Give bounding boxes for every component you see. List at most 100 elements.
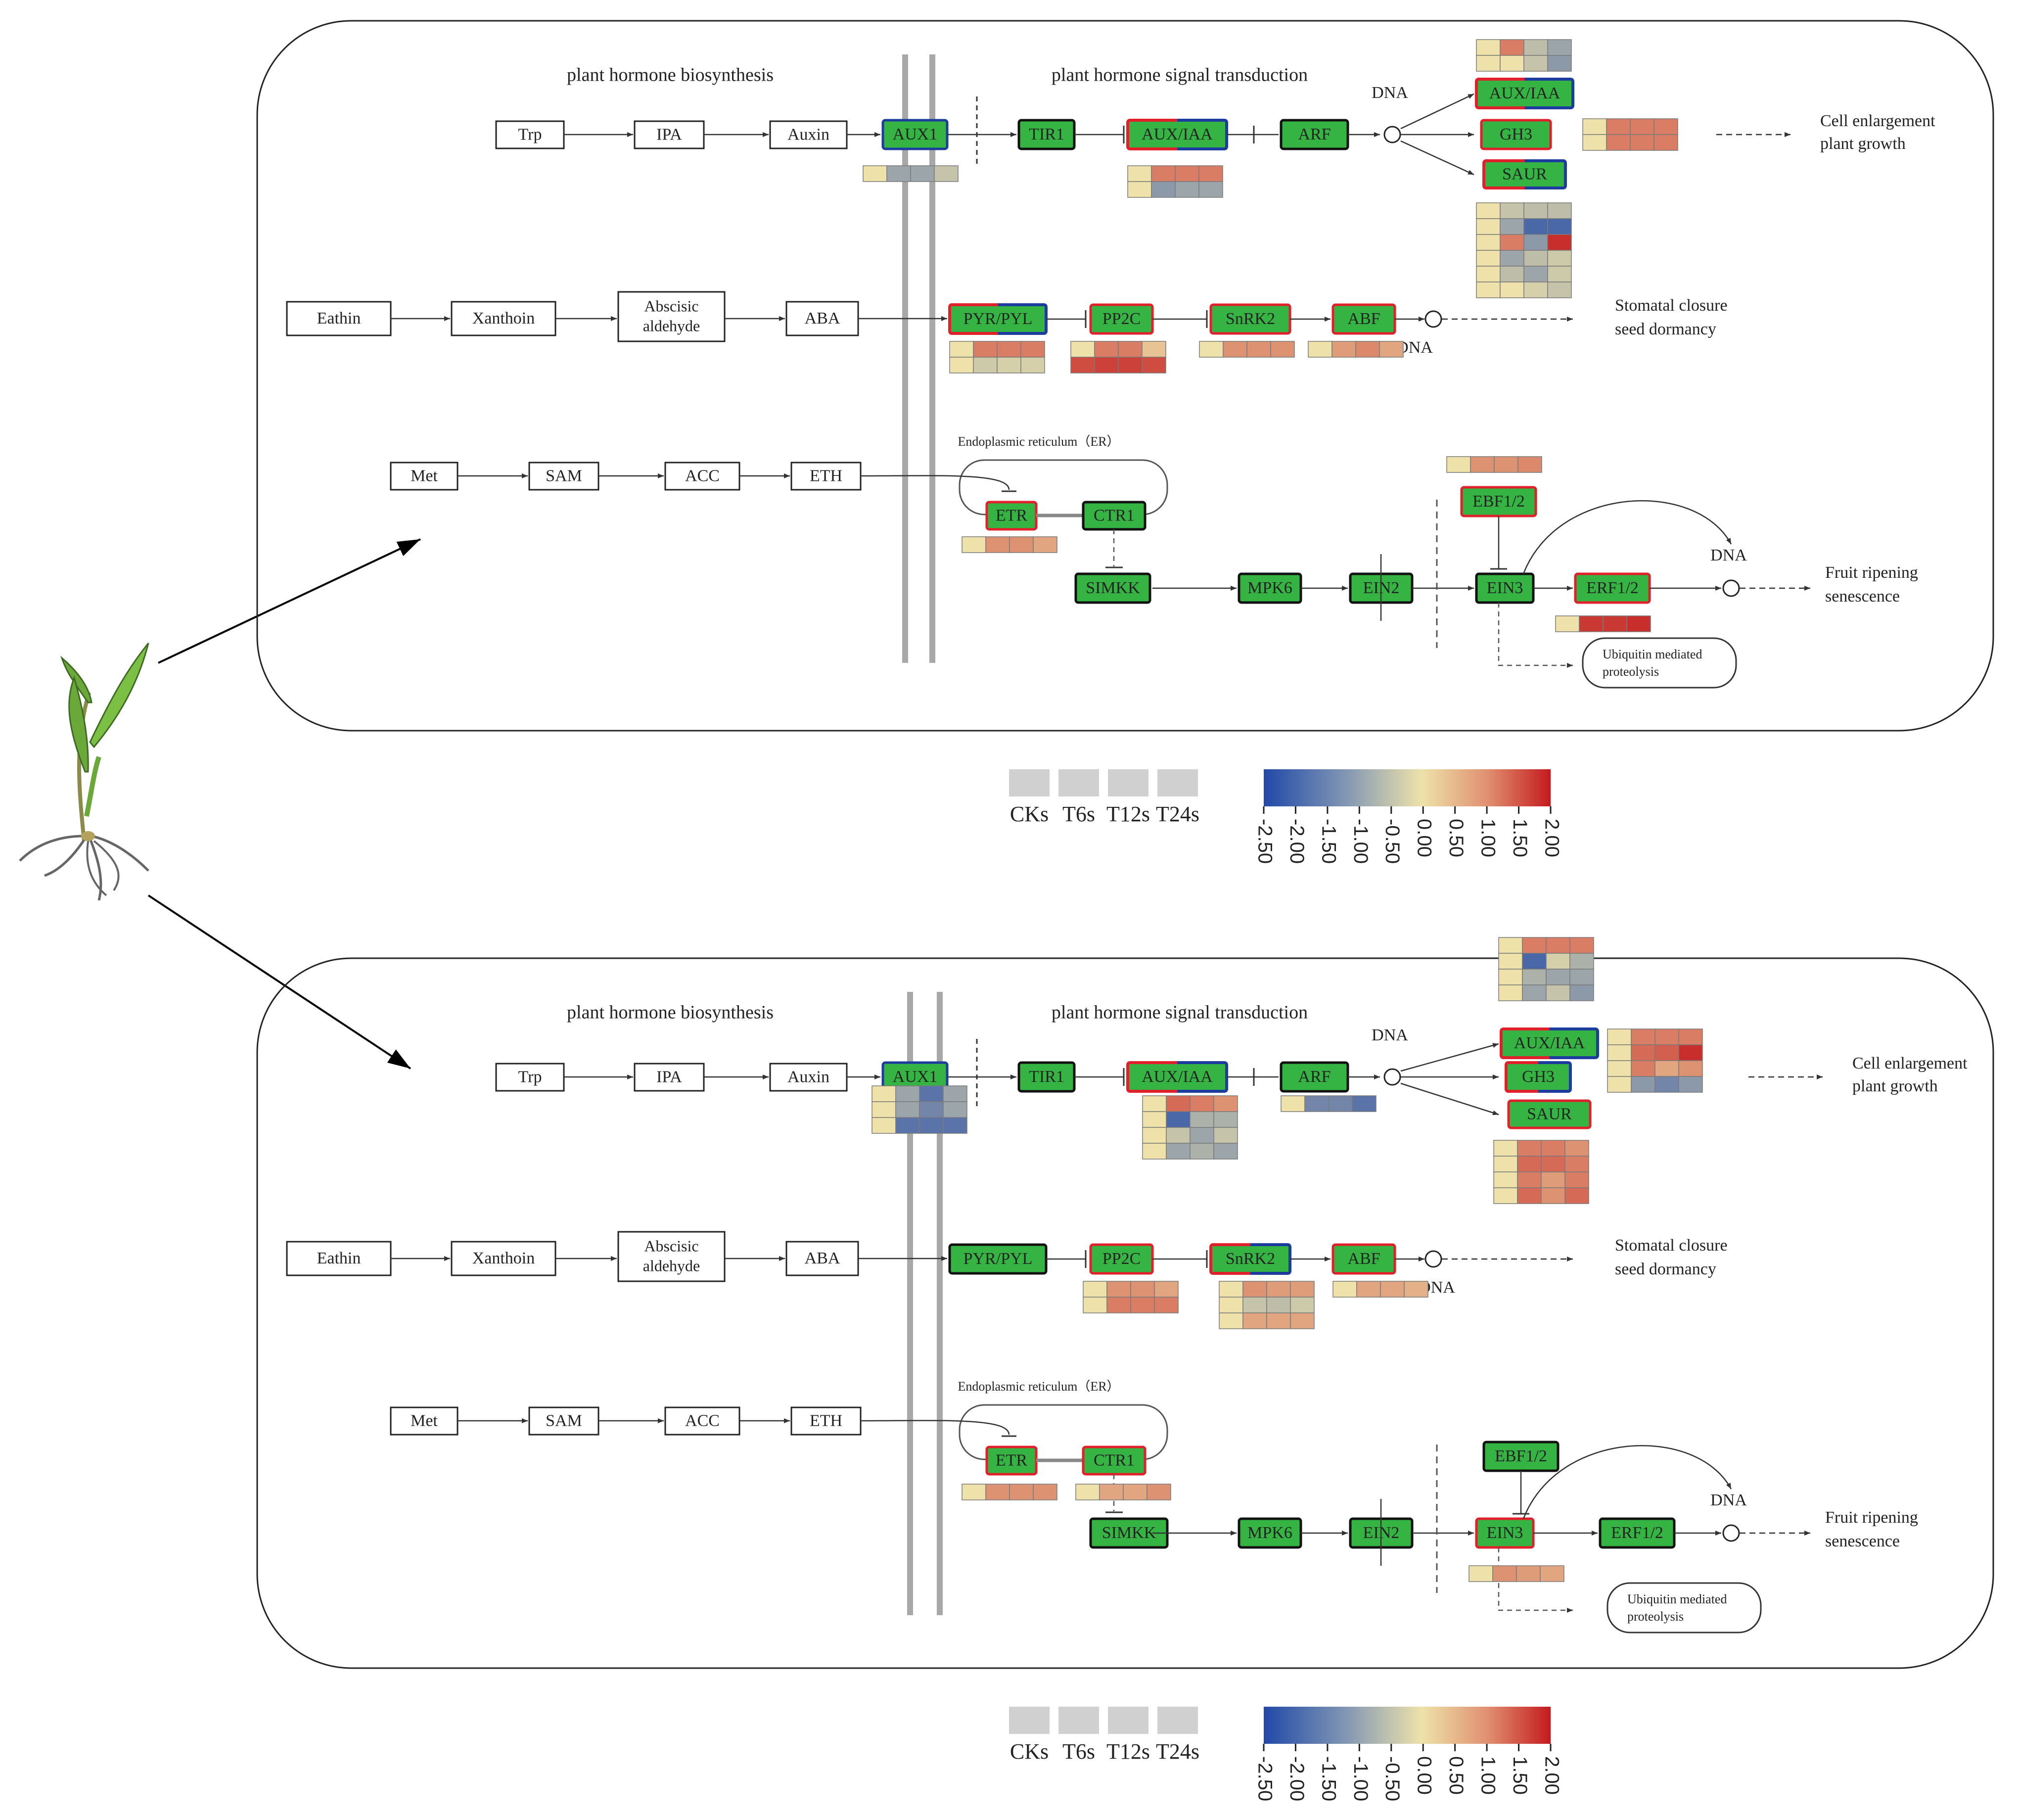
node-auxin-box [769, 120, 848, 149]
heatmap-cell-gh3 [1678, 1028, 1703, 1045]
gene-pp2c-label: PP2C [1102, 1250, 1141, 1268]
scale-tick-label: -0.50 [1381, 1756, 1403, 1801]
heatmap-cell-etr [962, 536, 986, 553]
heatmap-cell-aux1 [943, 1101, 967, 1118]
heatmap-cell-pp2c [1106, 1297, 1131, 1313]
gene-tir1-label: TIR1 [1029, 1068, 1064, 1086]
gene-simkk-box [1074, 572, 1151, 604]
scale-tick-label: -1.50 [1318, 819, 1339, 864]
heatmap-cell-gh3 [1654, 1028, 1679, 1045]
heatmap-cell-ctr1 [1123, 1484, 1147, 1500]
heatmap-cell-aux-iaa [1142, 1111, 1167, 1128]
ubiquitin-label: Ubiquitin mediated [1603, 647, 1702, 661]
arrow-to-bottom-panel [147, 894, 412, 1070]
heatmap-cell-pp2c [1118, 357, 1143, 373]
sample-label-cks: CKs [1010, 802, 1049, 826]
node-met-label: Met [411, 1411, 438, 1430]
heatmap-cell-ctr1 [1075, 1484, 1100, 1500]
gene-pyr-pyl-label: PYR/PYL [964, 1250, 1033, 1268]
gene-pyr-pyl-up-border [948, 303, 998, 335]
sample-label-t12s: T12s [1106, 802, 1150, 826]
node-trp-box [495, 1063, 565, 1092]
heatmap-cell-saur [1493, 1187, 1518, 1204]
heatmap-cell-aux-iaa-right [1498, 937, 1523, 954]
heatmap-cell-gh3 [1582, 118, 1607, 135]
heatmap-cell-gh3 [1631, 1044, 1655, 1061]
gene-ctr1-label: CTR1 [1094, 1451, 1135, 1469]
gene-pp2c-label: PP2C [1102, 310, 1141, 328]
heatmap-cell-saur [1523, 218, 1548, 235]
sample-label-cks: CKs [1010, 1739, 1049, 1764]
gene-gh3-down-border [1538, 1061, 1572, 1093]
gene-saur-up-border [1482, 159, 1525, 189]
heatmap-cell-aux-iaa-right [1547, 39, 1572, 56]
heatmap-cell-aux1 [943, 1085, 967, 1102]
heatmap-cell-aux-iaa-right [1476, 55, 1501, 72]
heatmap-cell-saur [1547, 281, 1572, 298]
ein3-ubiquitin-connector [1498, 603, 1573, 668]
gene-mpk6-label: MPK6 [1247, 1524, 1292, 1542]
heatmap-cell-saur [1517, 1156, 1542, 1172]
heatmap-cell-gh3 [1630, 134, 1654, 151]
heatmap-cell-saur [1547, 266, 1572, 282]
heatmap-cell-aux1 [895, 1117, 920, 1134]
heatmap-cell-aux-iaa-right [1569, 984, 1594, 1001]
heatmap-cell-abf [1331, 341, 1356, 358]
gene-etr-label: ETR [996, 506, 1028, 524]
heatmap-cell-aux-iaa [1190, 1127, 1214, 1144]
node-auxin-label: Auxin [787, 125, 829, 143]
gene-arf-label: ARF [1298, 125, 1331, 143]
node-ipa-box [634, 1063, 705, 1092]
dna-label: DNA [1372, 1026, 1408, 1044]
gene-simkk-label: SIMKK [1102, 1524, 1156, 1542]
heatmap-cell-saur [1547, 250, 1572, 267]
sample-swatch-t6s [1058, 769, 1099, 796]
color-scale-bar [1264, 769, 1551, 806]
dna-node [1424, 310, 1442, 328]
heatmap-cell-arf [1352, 1095, 1377, 1112]
heatmap-cell-saur [1493, 1156, 1518, 1172]
heatmap-cell-etr [1009, 1484, 1034, 1500]
sample-swatch-t12s [1108, 1707, 1148, 1734]
gene-aux-iaa-label: AUX/IAA [1142, 1068, 1213, 1086]
dna-node [1383, 1068, 1401, 1086]
scale-tick-label: 1.50 [1509, 1756, 1531, 1795]
dna-node [1722, 1524, 1740, 1542]
heatmap-cell-ebf1-2 [1517, 456, 1542, 473]
heatmap-cell-saur [1500, 202, 1524, 219]
heatmap-cell-pyr-pyl [949, 341, 974, 358]
heatmap-cell-aux-iaa [1213, 1095, 1238, 1112]
node-eth-label: ETH [810, 467, 842, 485]
heatmap-cell-aux1 [910, 165, 935, 182]
outcome-fruit-ripening: Fruit ripening [1825, 563, 1918, 582]
heatmap-cell-aux-iaa-right [1569, 969, 1594, 985]
scale-tick-label: 1.00 [1477, 1756, 1499, 1795]
connector [1400, 93, 1474, 130]
gene-simkk-label: SIMKK [1086, 579, 1140, 597]
heatmap-cell-abf [1308, 341, 1332, 358]
heatmap-cell-saur [1500, 250, 1524, 267]
outcome-stomatal-closure: Stomatal closure [1615, 1236, 1728, 1255]
heatmap-cell-saur [1517, 1140, 1542, 1157]
heatmap-cell-gh3 [1607, 1044, 1632, 1061]
heatmap-cell-gh3 [1678, 1076, 1703, 1093]
dna-label: DNA [1710, 1491, 1747, 1509]
heatmap-cell-saur [1547, 202, 1572, 219]
heatmap-cell-aux1 [863, 165, 887, 182]
heatmap-cell-abf [1356, 1281, 1381, 1298]
heatmap-cell-erf1-2 [1626, 615, 1651, 632]
heatmap-cell-pyr-pyl [949, 357, 974, 373]
heatmap-cell-snrk2 [1266, 1312, 1291, 1329]
heatmap-cell-aux-iaa-right [1500, 39, 1524, 56]
heatmap-cell-pp2c [1094, 341, 1119, 358]
gene-saur-down-border [1524, 159, 1567, 189]
node-aldehyde-label: aldehyde [643, 1257, 700, 1274]
ubiquitin-proteolysis-box [1606, 1582, 1762, 1633]
heatmap-cell-abf [1379, 341, 1404, 358]
gene-ebf1-2-label: EBF1/2 [1472, 492, 1525, 511]
heatmap-cell-pp2c [1142, 341, 1166, 358]
gene-aux-iaa-up-border [1500, 1027, 1550, 1059]
dna-node [1722, 579, 1740, 597]
